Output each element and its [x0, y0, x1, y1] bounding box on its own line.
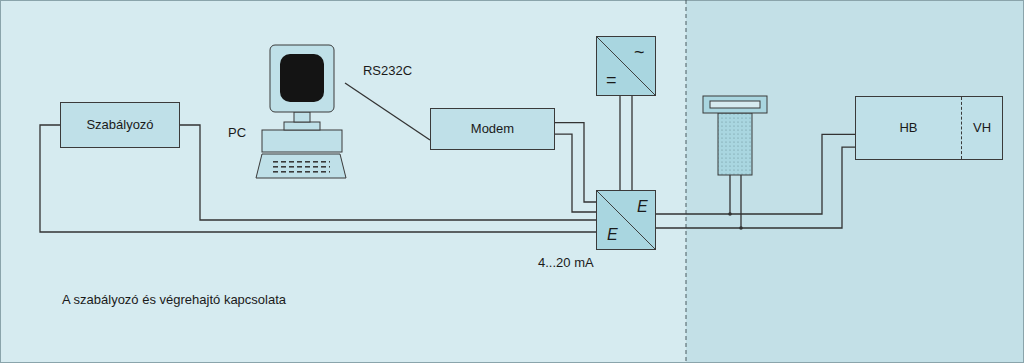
- monitor-frame: [270, 45, 334, 112]
- signal-wire: [345, 83, 430, 140]
- terminal-cable: [729, 175, 730, 214]
- signal-wire: [555, 134, 596, 212]
- monitor-neck: [294, 112, 310, 122]
- interface-label: RS232C: [361, 63, 414, 79]
- monitor-foot: [284, 122, 320, 130]
- right-ground: [686, 0, 1024, 363]
- node-text: PC: [228, 125, 246, 141]
- converter-diagonal: [597, 37, 655, 95]
- terminal-head: [703, 96, 767, 113]
- controller-box: Szabályozó: [60, 102, 180, 148]
- node-text: E: [607, 227, 618, 243]
- actuator-box: HBVH: [855, 96, 1003, 160]
- signal-wire: [656, 147, 855, 228]
- node-text: ~: [634, 43, 645, 61]
- keyboard: [256, 154, 346, 178]
- monitor-screen: [280, 54, 324, 102]
- pc-node: PC: [222, 45, 345, 182]
- terminal-cable: [740, 175, 741, 228]
- diagonal-line: [597, 191, 655, 249]
- terminal-body: [718, 113, 752, 175]
- computer-case: [262, 130, 342, 152]
- diagonal-line: [597, 37, 655, 95]
- handheld-terminal: [703, 96, 767, 230]
- signal-wire: [619, 96, 620, 190]
- figure-caption: A szabályozó és végrehajtó kapcsolata: [62, 292, 286, 308]
- node-text: =: [606, 71, 617, 89]
- signal-converter: EE: [596, 190, 656, 250]
- signal-wire: [631, 96, 632, 190]
- power-converter: ~=: [596, 36, 656, 96]
- signal-range-label: 4...20 mA: [538, 255, 594, 271]
- signal-wire: [656, 134, 855, 214]
- modem-box: Modem: [430, 108, 555, 150]
- node-text: VH: [961, 97, 1002, 159]
- computer-illustration: [256, 45, 346, 178]
- node-text: Modem: [471, 121, 514, 137]
- keyboard-keys: [272, 160, 330, 175]
- node-text: HB: [856, 97, 961, 159]
- node-text: E: [637, 199, 648, 215]
- terminal-display: [710, 101, 760, 108]
- zone-divider: [686, 0, 687, 363]
- node-text: Szabályozó: [86, 117, 153, 133]
